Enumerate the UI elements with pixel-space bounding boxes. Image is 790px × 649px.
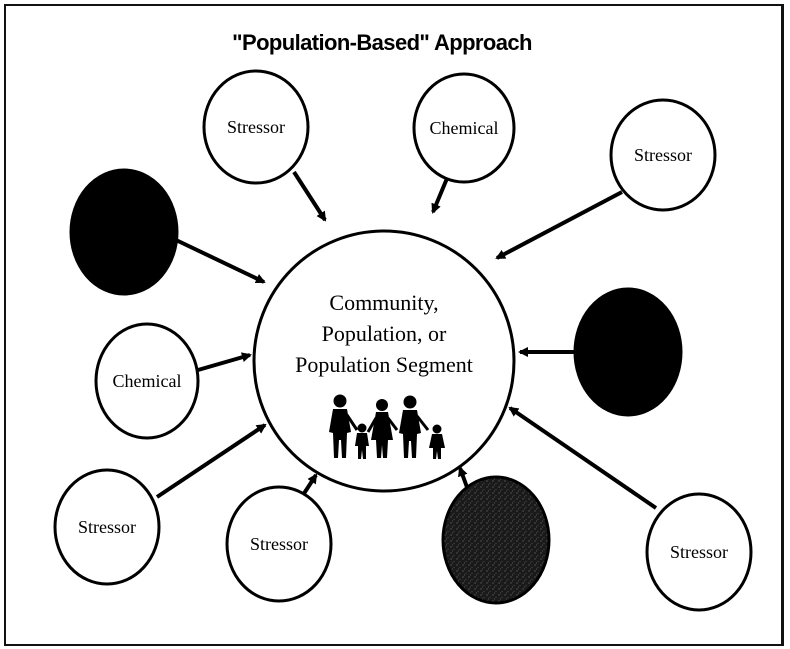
node-chemical-top: Chemical	[412, 72, 516, 184]
node-stressor-bottom-right: Stressor	[645, 492, 753, 612]
family-silhouette-icon	[329, 394, 445, 459]
node-chemical-left: Chemical	[94, 322, 200, 440]
arrow-stressor-bottom-right	[508, 406, 658, 510]
node-label-stressor: Stressor	[78, 517, 136, 537]
center-label-line-2: Population, or	[322, 321, 447, 346]
center-label-line-3: Population Segment	[295, 352, 473, 377]
arrow-chemical-top	[431, 175, 450, 214]
arrow-stressor-top-right	[495, 190, 623, 260]
node-label-stressor: Stressor	[250, 534, 308, 554]
center-node: Community, Population, or Population Seg…	[252, 229, 516, 493]
node-stressor-top-right: Stressor	[609, 98, 717, 212]
arrow-stressor-bottom-center	[301, 473, 318, 497]
node-stressor-top-left: Stressor	[202, 69, 310, 185]
arrow-stressor-top-left	[292, 170, 327, 222]
node-label-chemical: Chemical	[113, 371, 182, 391]
arrow-black-left	[175, 238, 266, 284]
node-unlabeled-black-right	[573, 287, 683, 417]
node-label-stressor: Stressor	[670, 542, 728, 562]
arrow-stressor-bottom-left	[155, 423, 267, 499]
node-stressor-bottom-center: Stressor	[225, 485, 333, 603]
node-label-chemical: Chemical	[430, 118, 499, 138]
node-label-stressor: Stressor	[634, 145, 692, 165]
center-label-line-1: Community,	[329, 290, 438, 315]
node-label-stressor: Stressor	[227, 117, 285, 137]
node-unlabeled-black-left	[69, 168, 179, 296]
node-stressor-bottom-left: Stressor	[53, 468, 161, 586]
diagram-title: "Population-Based" Approach	[232, 30, 532, 55]
arrow-chemical-left	[197, 352, 252, 372]
node-unlabeled-dark-gray-bottom	[441, 475, 551, 605]
